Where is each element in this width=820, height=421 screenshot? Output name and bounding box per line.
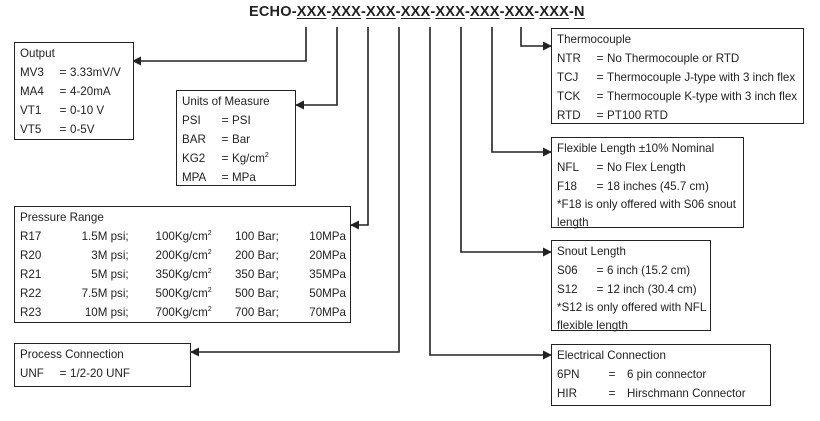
option-row: 6PN=6 pin connector: [557, 368, 707, 381]
thermocouple-box: Thermocouple NTR=No Thermocouple or RTD …: [551, 28, 804, 124]
electrical-box: Electrical Connection 6PN=6 pin connecto…: [551, 344, 771, 406]
code-segment: XXX: [296, 4, 327, 20]
connector-pressure: [350, 27, 369, 230]
option-row: HIR=Hirschmann Connector: [557, 387, 746, 400]
flex-length-title: Flexible Length ±10% Nominal: [557, 142, 715, 155]
option-row: VT1=0-10 V: [20, 104, 105, 117]
electrical-title: Electrical Connection: [557, 349, 666, 362]
connector-thermocouple: [520, 27, 552, 51]
option-row: NTR=No Thermocouple or RTD: [557, 52, 740, 65]
connector-snout: [460, 27, 552, 257]
output-box: Output MV3=3.33mV/V MA4=4-20mA VT1=0-10 …: [14, 42, 134, 140]
units-box: Units of Measure PSI=PSI BAR=Bar KG2=Kg/…: [176, 90, 296, 186]
option-row: S06=6 inch (15.2 cm): [557, 264, 691, 277]
option-row: NFL=No Flex Length: [557, 161, 686, 174]
connector-electrical: [429, 27, 552, 360]
pressure-title: Pressure Range: [20, 211, 104, 224]
connector-flex: [491, 27, 552, 157]
option-row: RTD=PT100 RTD: [557, 109, 668, 122]
option-row: TCK=Thermocouple K-type with 3 inch flex: [557, 90, 798, 103]
flex-length-box: Flexible Length ±10% Nominal NFL=No Flex…: [551, 137, 744, 229]
code-segment: XXX: [539, 4, 569, 20]
option-row: UNF=1/2-20 UNF: [20, 367, 130, 380]
code-segment: XXX: [331, 4, 362, 20]
output-title: Output: [20, 47, 55, 60]
option-row: MPA=MPa: [182, 171, 256, 184]
product-code: ECHO-XXX-XXX-XXX-XXX-XXX-XXX-XXX-XXX-N: [249, 4, 585, 20]
thermocouple-title: Thermocouple: [557, 33, 632, 46]
process-box: Process Connection UNF=1/2-20 UNF: [14, 343, 191, 387]
snout-length-title: Snout Length: [557, 245, 626, 258]
code-segment: XXX: [400, 4, 431, 20]
option-row: KG2=Kg/cm2: [182, 152, 269, 165]
option-row: S12=12 inch (30.4 cm): [557, 283, 697, 296]
code-segment: XXX: [366, 4, 396, 20]
snout-length-box: Snout Length S06=6 inch (15.2 cm) S12=12…: [551, 240, 711, 332]
connector-process: [190, 27, 400, 357]
code-segment: XXX: [435, 4, 465, 20]
code-segment: XXX: [504, 4, 535, 20]
flex-length-note: *F18 is only offered with S06 snout leng…: [557, 198, 736, 229]
code-segment: XXX: [470, 4, 500, 20]
option-row: F18=18 inches (45.7 cm): [557, 180, 709, 193]
option-row: PSI=PSI: [182, 114, 251, 127]
code-segment: N: [573, 4, 585, 20]
option-row: MA4=4-20mA: [20, 85, 111, 98]
option-row: VT5=0-5V: [20, 123, 95, 136]
units-title: Units of Measure: [182, 95, 270, 108]
option-row: MV3=3.33mV/V: [20, 66, 121, 79]
connector-units: [295, 27, 338, 110]
connector-output: [132, 27, 307, 66]
option-row: TCJ=Thermocouple J-type with 3 inch flex: [557, 71, 796, 84]
process-title: Process Connection: [20, 348, 124, 361]
snout-length-note: *S12 is only offered with NFL flexible l…: [557, 301, 706, 332]
option-row: BAR=Bar: [182, 133, 251, 146]
product-code-prefix: ECHO: [249, 4, 292, 20]
